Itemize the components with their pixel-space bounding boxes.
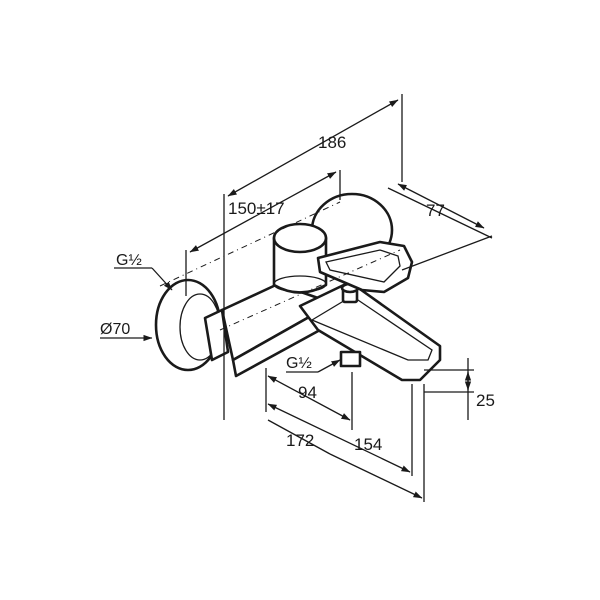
label-77: 77 xyxy=(426,201,445,220)
label-d70: Ø70 xyxy=(100,321,130,338)
eccentric-connector xyxy=(203,308,230,362)
label-g-half-rosette: G½ xyxy=(116,252,142,269)
label-94: 94 xyxy=(298,383,317,402)
label-186: 186 xyxy=(318,133,346,152)
dimension-labels: 186 150±17 77 G½ Ø70 G½ 94 172 154 25 xyxy=(100,133,495,454)
outlet-nipple xyxy=(339,350,362,368)
outlet-leader xyxy=(317,359,341,373)
label-g-half-outlet: G½ xyxy=(286,355,312,372)
spout xyxy=(298,280,442,382)
dim-line-154 xyxy=(329,453,423,499)
dim-line-77 xyxy=(397,183,485,229)
label-25: 25 xyxy=(476,391,495,410)
dim-line-186 xyxy=(227,99,399,197)
lever-handle xyxy=(316,240,414,294)
bath-mixer-body xyxy=(154,192,442,382)
dimension-lines xyxy=(100,94,493,502)
label-172: 172 xyxy=(286,431,314,450)
label-150: 150±17 xyxy=(228,199,285,218)
label-154: 154 xyxy=(354,435,382,454)
dim-line-150 xyxy=(189,171,337,253)
dim-line-172 xyxy=(267,403,411,473)
g-half-leader xyxy=(151,267,173,291)
